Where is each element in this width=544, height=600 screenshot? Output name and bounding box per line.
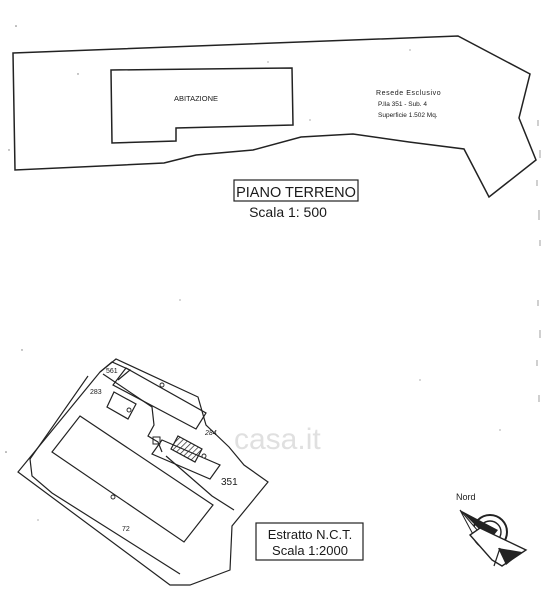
parcel-label-72: 72 <box>122 526 130 533</box>
right-edge-scan-marks <box>536 120 541 402</box>
resede-lot-outline <box>12 35 537 199</box>
particella-label: P.lla 351 - Sub. 4 <box>378 101 427 108</box>
estratto-box <box>255 522 364 561</box>
parcel-boundary <box>17 358 269 586</box>
estratto-title: Estratto N.C.T. <box>268 527 353 542</box>
building-284 <box>151 439 221 480</box>
parcel-label-561: 561 <box>106 368 118 375</box>
road-line <box>29 375 181 575</box>
lower-scale-label: Scala 1:2000 <box>272 543 348 558</box>
building-283 <box>112 367 207 430</box>
building-283-annex <box>106 391 137 420</box>
parcel-351-boundary <box>165 455 235 511</box>
scan-specks <box>5 25 501 521</box>
north-arrow-icon <box>459 509 528 567</box>
cadastral-map: 561 283 284 351 72 <box>17 358 269 586</box>
parcel-label-284: 284 <box>204 430 217 437</box>
survey-points <box>110 382 207 500</box>
parcel-label-351: 351 <box>221 477 238 488</box>
superficie-label: Superficie 1.502 Mq. <box>378 112 438 119</box>
piano-terreno-title: PIANO TERRENO <box>236 185 356 201</box>
north-label: Nord <box>456 492 476 502</box>
parcel-label-283: 283 <box>90 389 102 396</box>
parcel-561-strip <box>99 361 132 381</box>
resede-label: Resede Esclusivo <box>376 90 441 97</box>
hatched-unit <box>170 435 203 463</box>
watermark-text: casa.it <box>234 423 321 456</box>
building-72 <box>51 415 214 543</box>
abitazione-building <box>110 67 294 144</box>
small-square <box>152 436 161 445</box>
upper-scale-label: Scala 1: 500 <box>249 204 327 220</box>
piano-terreno-box <box>233 179 359 202</box>
abitazione-label: ABITAZIONE <box>174 94 218 103</box>
